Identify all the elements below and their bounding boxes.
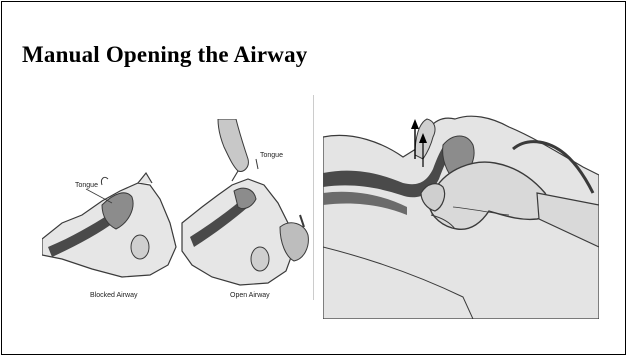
open-tongue-label: Tongue [260,152,283,159]
blocked-tongue-label: Tongue [75,182,98,189]
slide-title: Manual Opening the Airway [22,42,308,68]
airway-comparison-illustration: Tongue Blocked Airway Tongue Open Airway [42,119,314,302]
blocked-airway-caption: Blocked Airway [90,292,138,299]
open-airway-drawing [182,119,308,285]
jaw-lift-illustration [323,97,599,319]
figure-divider [313,95,314,300]
blocked-airway-drawing [42,173,176,277]
open-airway-caption: Open Airway [230,292,270,299]
